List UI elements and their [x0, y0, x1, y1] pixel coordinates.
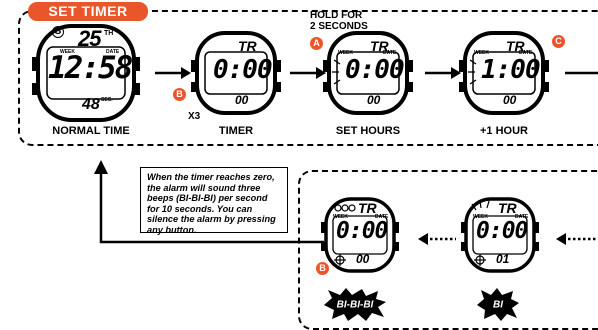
watch1-date-label: DATE	[106, 49, 120, 55]
watch1-week-label: WEEK	[60, 49, 75, 55]
watch1-date: 25	[78, 26, 102, 51]
watch2-bottom: 00	[235, 93, 249, 107]
alarm1-week-label: WEEK	[333, 214, 348, 220]
watch4-date-label: DATE	[519, 50, 533, 56]
arrow-continue	[565, 71, 598, 75]
watch4-main: 1:00	[481, 55, 541, 85]
alarm1-main: 0:00	[336, 218, 388, 244]
watch-normal-time	[30, 23, 142, 123]
watch1-seconds-label: SEC.	[101, 97, 113, 103]
caption-normal-time: NORMAL TIME	[52, 125, 130, 137]
sound-text-single: BI	[493, 299, 503, 311]
button-b-bottom-badge: B	[316, 262, 329, 275]
arrow-right-2	[290, 67, 326, 79]
watch4-bottom: 00	[503, 93, 517, 107]
watch1-date-suffix: TH	[104, 30, 114, 37]
watch-timer	[190, 30, 282, 116]
alarm2-date-label: DATE	[515, 214, 529, 220]
watch-set-hours	[322, 30, 414, 116]
button-b-badge: B	[173, 88, 186, 101]
watch3-bottom: 00	[367, 93, 381, 107]
watch1-main-time: 12:58	[48, 50, 133, 86]
set-timer-title: SET TIMER	[28, 2, 148, 21]
watch2-main: 0:00	[213, 55, 273, 85]
arrow-right-3	[425, 67, 461, 79]
watch-plus-one-hour	[458, 30, 550, 116]
set-timer-frame	[18, 10, 598, 146]
sound-burst-triple: BI-BI-BI	[322, 288, 388, 322]
watch3-date-label: DATE	[383, 50, 397, 56]
dotted-arrow-1	[418, 233, 456, 245]
repeat-count: X3	[188, 111, 201, 122]
watch2-mode: TR	[238, 38, 257, 54]
caption-set-hours: SET HOURS	[335, 125, 401, 137]
watch3-mode: TR	[370, 38, 389, 54]
dotted-arrow-2	[556, 233, 598, 245]
watch3-main: 0:00	[345, 55, 405, 85]
caption-plus-one-hour: +1 HOUR	[480, 125, 528, 137]
alarm2-bottom: 01	[496, 252, 510, 266]
button-a-badge: A	[310, 37, 323, 50]
sound-burst-single: BI	[475, 288, 521, 322]
watch4-mode: TR	[506, 38, 525, 54]
alarm-frame	[298, 170, 598, 330]
sound-text-triple: BI-BI-BI	[336, 299, 374, 311]
hold-instruction: HOLD FOR 2 SECONDS	[310, 10, 368, 32]
watch-alarm-triple-beep	[320, 196, 400, 274]
caption-timer: TIMER	[218, 125, 254, 137]
watch1-s-icon: S	[52, 26, 64, 38]
arrow-right-1	[155, 67, 191, 79]
watch-alarm-single-beep	[460, 196, 540, 274]
button-c-badge: C	[552, 35, 565, 48]
alarm2-mode: TR	[498, 200, 517, 216]
timer-alarm-note: When the timer reaches zero, the alarm w…	[140, 167, 288, 235]
alarm1-date-label: DATE	[375, 214, 389, 220]
return-arrow	[94, 160, 324, 244]
alarm2-main: 0:00	[476, 218, 528, 244]
alarm2-week-label: WEEK	[473, 214, 488, 220]
watch4-week-label: WEEK	[474, 50, 489, 56]
watch1-seconds: 48	[82, 96, 100, 113]
alarm1-bottom: 00	[356, 252, 370, 266]
watch3-week-label: WEEK	[338, 50, 353, 56]
alarm1-mode: TR	[358, 200, 377, 216]
